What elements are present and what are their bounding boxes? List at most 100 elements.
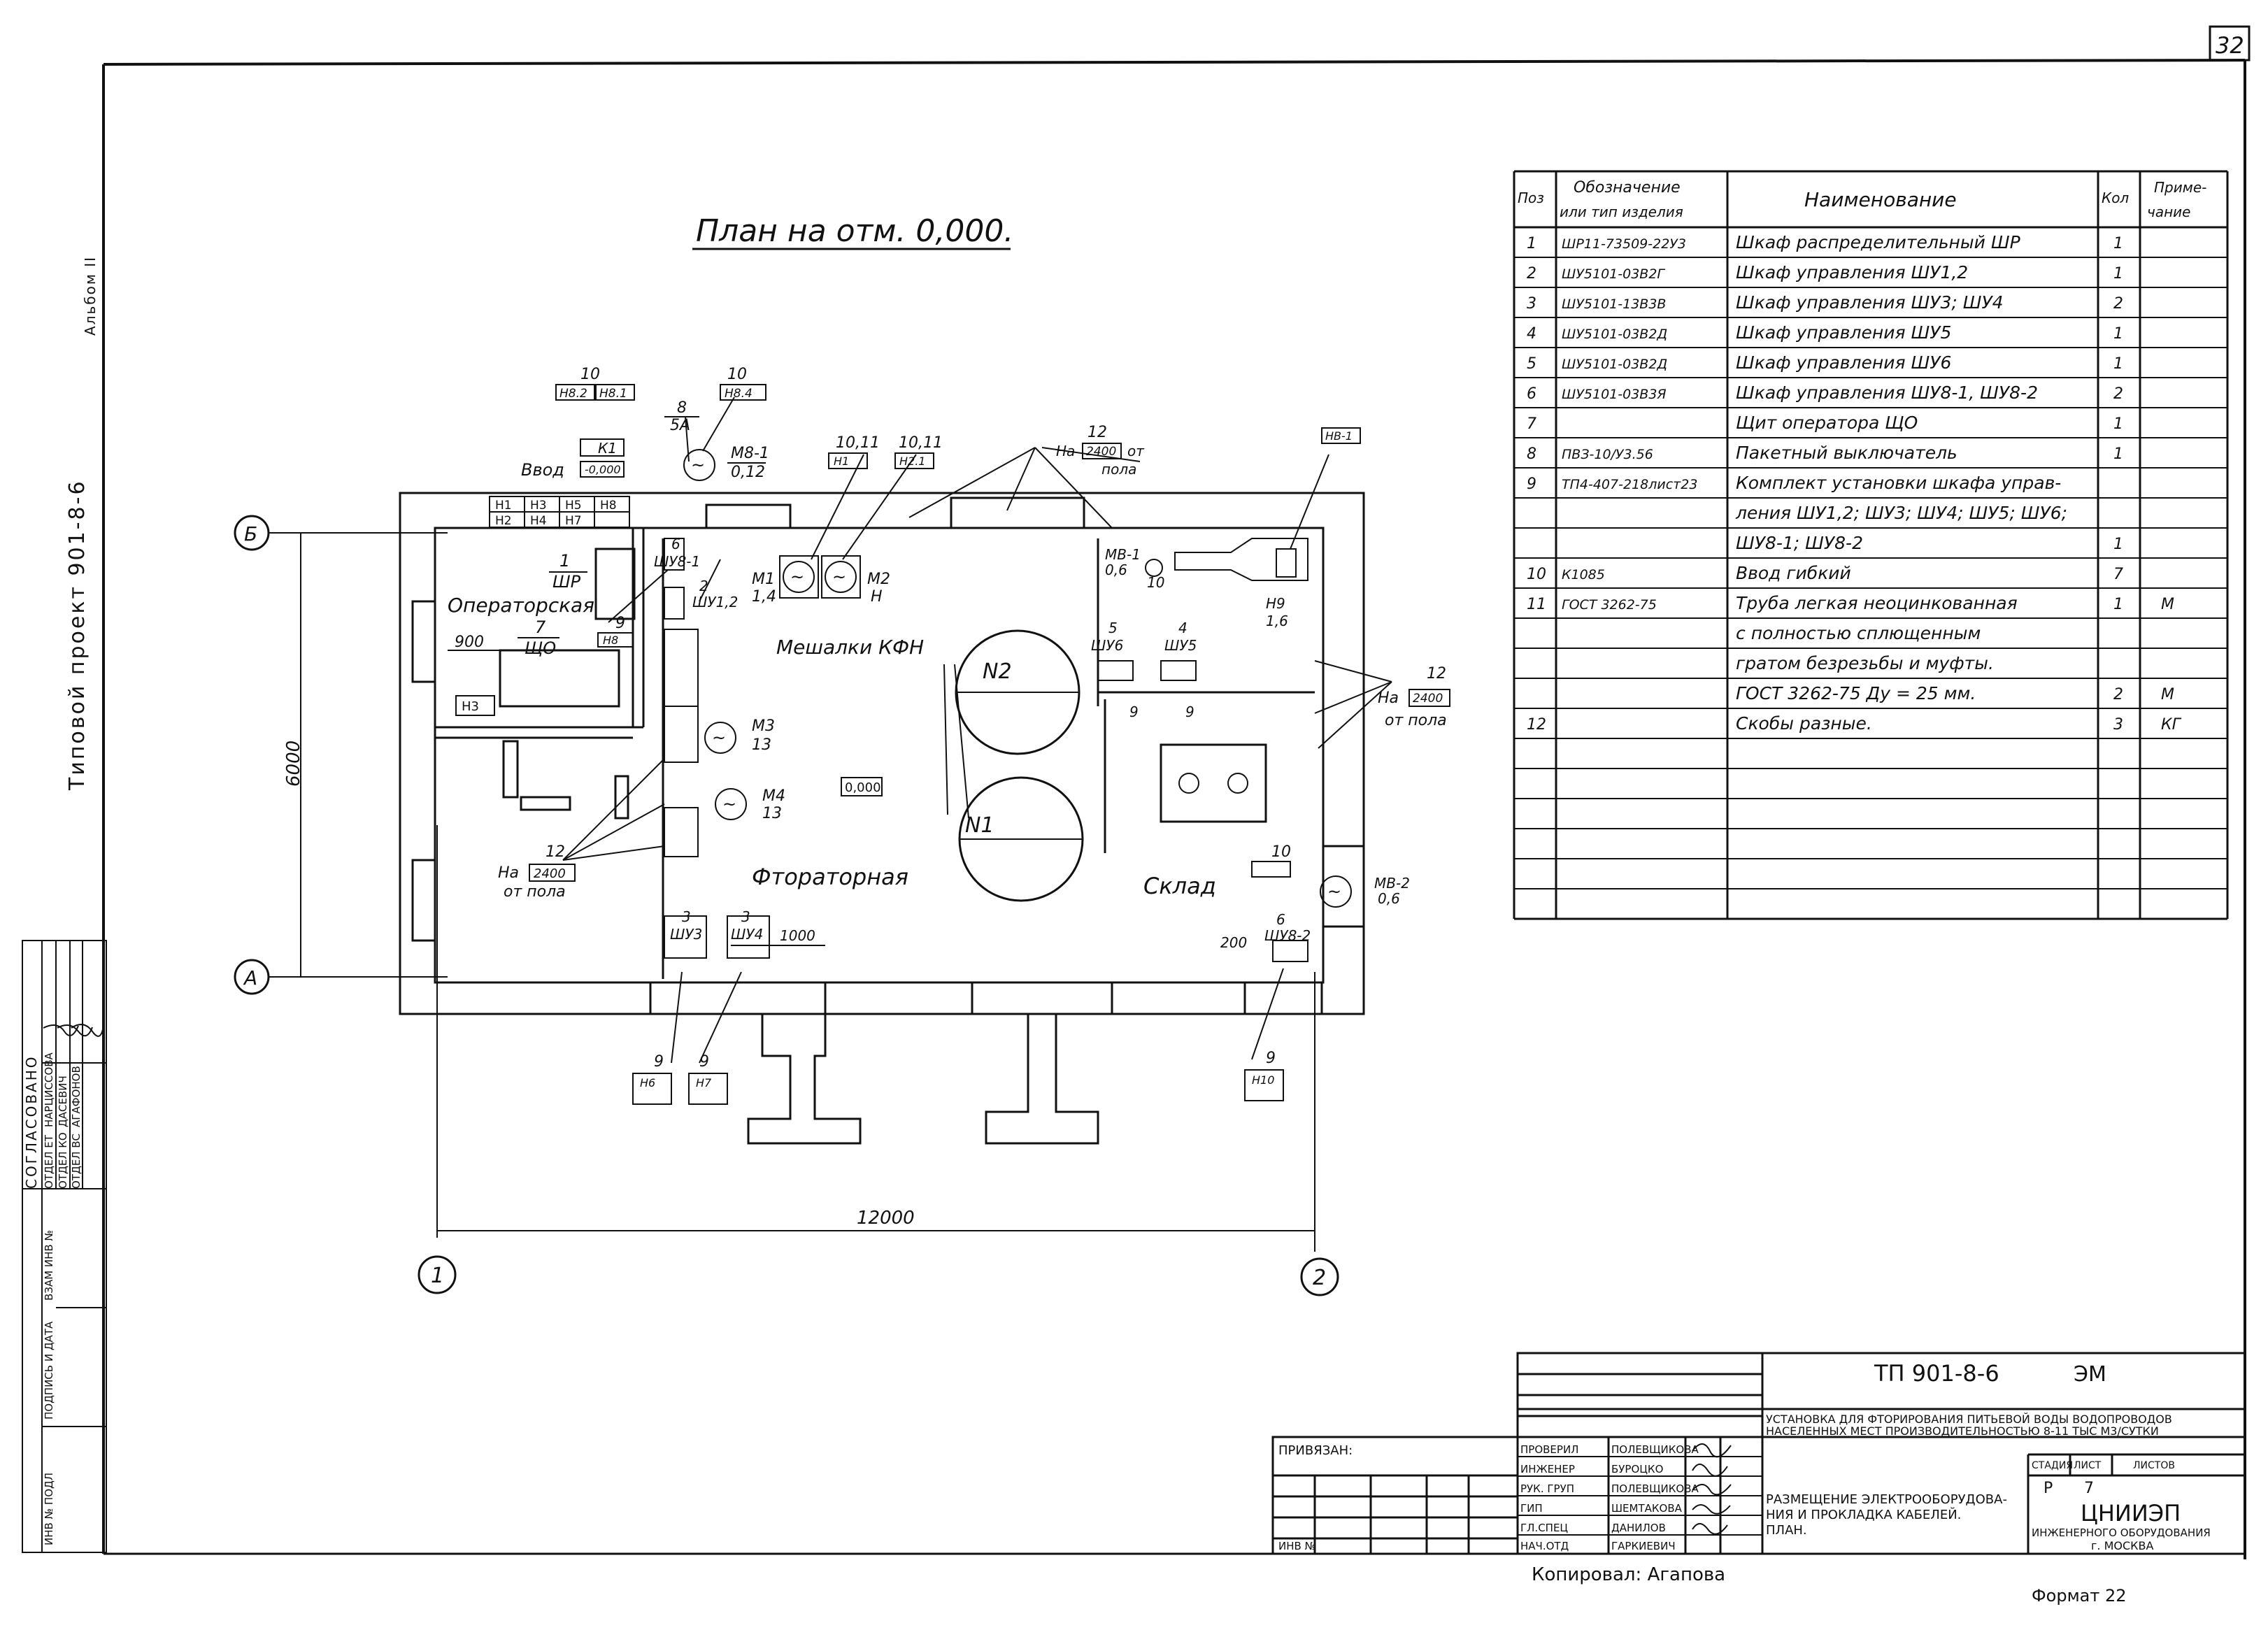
- co-2400-top: 2400: [1086, 445, 1116, 459]
- co-m3v: 13: [752, 736, 771, 754]
- table-cell-designation: К1085: [1562, 567, 1605, 582]
- table-header-qty: Кол: [2102, 190, 2129, 206]
- table-cell-note: М: [2161, 596, 2174, 613]
- table-cell-qty: 7: [2113, 566, 2123, 583]
- tb-p1-role: ИНЖЕНЕР: [1520, 1463, 1575, 1475]
- tb-stage-label: СТАДИЯ: [2032, 1460, 2073, 1471]
- co-shu82: ШУ8-2: [1264, 927, 1311, 944]
- tb-p3-role: ГИП: [1520, 1502, 1543, 1515]
- table-cell-name: Шкаф управления ШУ1,2: [1736, 262, 1968, 283]
- co-m1v: 1,4: [752, 588, 776, 606]
- project-side-label: Типовой проект 901-8-6: [65, 479, 90, 791]
- table-cell-qty: 1: [2113, 355, 2123, 373]
- table-cell-qty: 2: [2113, 385, 2123, 403]
- table-header-name: Наименование: [1804, 188, 1957, 211]
- callouts: 10 Н8.2 Н8.1 8 5А 10 Н8.4 М8-1 0,12 К1 В…: [498, 366, 1450, 1105]
- tb-format: Формат 22: [2032, 1586, 2127, 1606]
- co-w-b1: Н8.4: [725, 387, 753, 401]
- co-6b: 6: [1276, 911, 1285, 928]
- axis-label-1: 1: [431, 1264, 444, 1288]
- tb-sheet-title-3: ПЛАН.: [1766, 1523, 1807, 1538]
- table-cell-qty: 1: [2113, 325, 2123, 343]
- motor-m8-2: ~: [1320, 875, 1352, 908]
- co-12right: 12: [1427, 665, 1446, 682]
- room-storage: Склад: [1143, 873, 1216, 899]
- co-10c: 10: [1147, 574, 1164, 591]
- title-block-rows: [1518, 1456, 1762, 1536]
- signatures: [43, 1024, 1732, 1535]
- co-lvl: -0,000: [585, 463, 621, 476]
- co-w-c: Н1: [834, 455, 849, 468]
- co-w-a1: Н8.2: [559, 387, 587, 401]
- table-cell-name: Шкаф управления ШУ3; ШУ4: [1736, 292, 2004, 313]
- cabinet-stack: [664, 538, 770, 959]
- tb-p2-role: РУК. ГРУП: [1520, 1482, 1574, 1495]
- tb-privyazan: ПРИВЯЗАН:: [1278, 1443, 1353, 1458]
- tank-n2-label: N2: [983, 659, 1012, 684]
- table-cell-note: М: [2161, 686, 2174, 703]
- svg-text:~: ~: [712, 728, 726, 748]
- tank-n2: N2: [955, 629, 1080, 755]
- table-cell-pos: 7: [1527, 415, 1536, 433]
- co-6: 6: [671, 536, 680, 552]
- co-h9: Н9: [1266, 595, 1285, 612]
- table-header-designation: или тип изделия: [1560, 203, 1683, 220]
- h3-tag: Н3: [462, 699, 479, 714]
- axis-bubble-2: 2: [1300, 1257, 1339, 1296]
- co-12top: 12: [1087, 424, 1107, 441]
- table-cell-qty: 1: [2113, 596, 2123, 613]
- co-w-d: Н2.1: [899, 455, 925, 468]
- table-cell-designation: ШУ5101-13В3В: [1562, 296, 1666, 312]
- svg-text:~: ~: [1327, 882, 1341, 901]
- axis-label-2: 2: [1313, 1266, 1326, 1290]
- tb-p5-role: НАЧ.ОТД: [1520, 1540, 1569, 1552]
- dim-200: 200: [1220, 934, 1247, 951]
- co-2400-right: 2400: [1413, 692, 1443, 706]
- dim-width: 12000: [857, 1208, 915, 1229]
- table-cell-pos: 11: [1527, 596, 1546, 613]
- table-cell-pos: 12: [1527, 716, 1546, 734]
- tank-n1: N1: [958, 776, 1084, 902]
- tb-p0-name: ПОЛЕВЩИКОВА: [1611, 1443, 1699, 1456]
- stamp-col3: ВЗАМ ИНВ №: [43, 1230, 55, 1301]
- co-mb1: МВ-1: [1105, 546, 1141, 563]
- co-shu5: ШУ5: [1164, 637, 1197, 654]
- stamp-col1: ИНВ № ПОДЛ: [43, 1473, 55, 1545]
- table-cell-qty: 3: [2113, 716, 2123, 734]
- axis-bubble-a: А: [234, 959, 270, 995]
- co-2: 2: [699, 578, 708, 594]
- tb-inv: ИНВ №: [1278, 1540, 1315, 1552]
- approvals-row3-name: АГАФОНОВ: [70, 1066, 83, 1127]
- table-cell-name: Шкаф управления ШУ6: [1736, 352, 1951, 373]
- motor-m4: ~: [715, 788, 747, 820]
- h-row2-2: Н7: [565, 514, 582, 528]
- co-8: 8: [677, 399, 687, 417]
- co-h9v: 1,6: [1266, 613, 1288, 629]
- h-row1-2: Н5: [565, 499, 582, 513]
- table-cell-pos: 1: [1527, 235, 1536, 252]
- operator-panel: [499, 649, 620, 708]
- table-cell-designation: ШР11-73509-22У3: [1562, 236, 1686, 252]
- co-m81v: 0,12: [731, 464, 765, 481]
- co-m3: М3: [752, 717, 775, 735]
- table-cell-name: с полностью сплющенным: [1736, 623, 1981, 643]
- dim-1000: 1000: [780, 927, 815, 944]
- svg-text:~: ~: [832, 567, 846, 587]
- co-h10: Н10: [1252, 1073, 1274, 1087]
- table-cell-qty: 1: [2113, 235, 2123, 252]
- co-mb1v: 0,6: [1105, 562, 1127, 578]
- table-cell-pos: 6: [1527, 385, 1536, 403]
- co-w-a2: Н8.1: [599, 387, 627, 401]
- table-cell-qty: 2: [2113, 686, 2123, 703]
- co-m2: М2: [867, 571, 890, 588]
- co-shu81: ШУ8-1: [654, 553, 700, 570]
- table-cell-name: ГОСТ 3262-75 Ду = 25 мм.: [1736, 683, 1976, 703]
- mixers-label: Мешалки КФН: [776, 636, 924, 659]
- tb-copied: Копировал: Агапова: [1532, 1564, 1725, 1585]
- co-ot-top: от: [1127, 443, 1145, 459]
- co-m4: М4: [762, 787, 785, 805]
- tb-code: ТП 901-8-6: [1874, 1360, 1999, 1387]
- h-row1-3: Н8: [600, 499, 617, 513]
- table-cell-name: Ввод гибкий: [1736, 563, 1851, 583]
